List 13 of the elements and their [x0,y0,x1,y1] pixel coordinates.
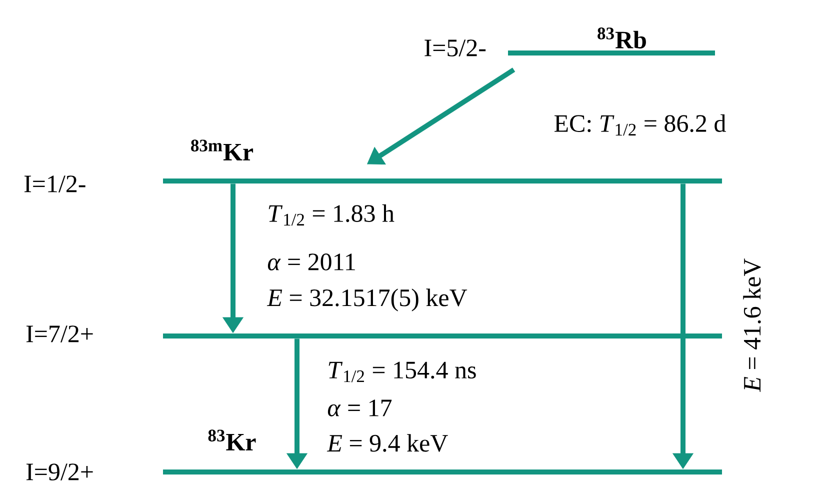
edge-label: E = 41.6 keV [741,256,763,394]
spin-label: I=9/2+ [26,464,93,480]
spin-label: I=5/2- [424,40,486,56]
decay-data-text: E = 32.1517(5) keV [266,288,468,312]
isotope-label: $^{83m}$Kr [191,140,254,160]
decay-data-text: T$_{1/2}$ = 154.4 ns [328,362,476,382]
isotope-label: $^{83}$Kr [208,430,256,450]
spin-label: I=1/2- [24,176,86,192]
decay-data-text: α = 2011 [268,254,355,270]
isotope-label: $^{83}$Rb [598,28,646,48]
decay-data-text: α = 17 [328,400,392,416]
spin-label: I=7/2+ [26,326,93,342]
edge-label: EC: T$_{1/2}$ = 86.2 d [552,112,728,138]
